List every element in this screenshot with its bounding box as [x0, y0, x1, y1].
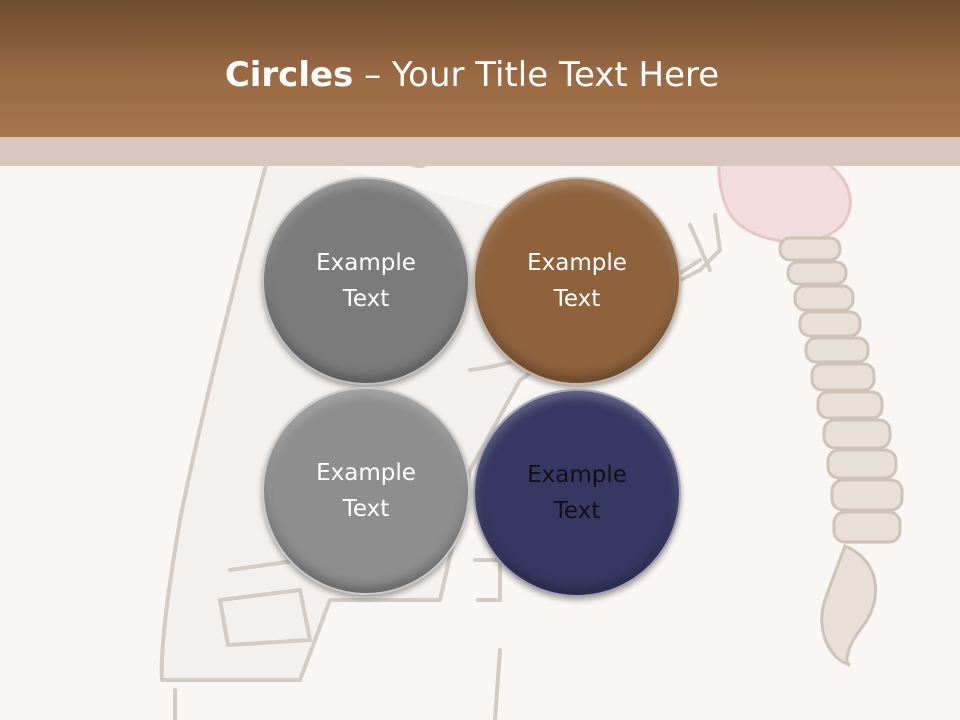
circle-navy[interactable]: Example Text: [473, 389, 681, 597]
title-bar: [0, 0, 960, 137]
circle-label: Example Text: [527, 250, 627, 312]
title-rest: – Your Title Text Here: [353, 55, 720, 95]
circle-brown[interactable]: Example Text: [473, 177, 681, 385]
circle-label: Example Text: [316, 460, 416, 522]
circle-gray-bottom[interactable]: Example Text: [262, 387, 470, 595]
circle-label: Example Text: [316, 250, 416, 312]
title-underband: [0, 137, 960, 166]
circle-gray-top[interactable]: Example Text: [262, 177, 470, 385]
slide-title: Circles – Your Title Text Here: [0, 52, 944, 98]
title-strong: Circles: [224, 55, 354, 95]
circle-label: Example Text: [527, 462, 627, 524]
